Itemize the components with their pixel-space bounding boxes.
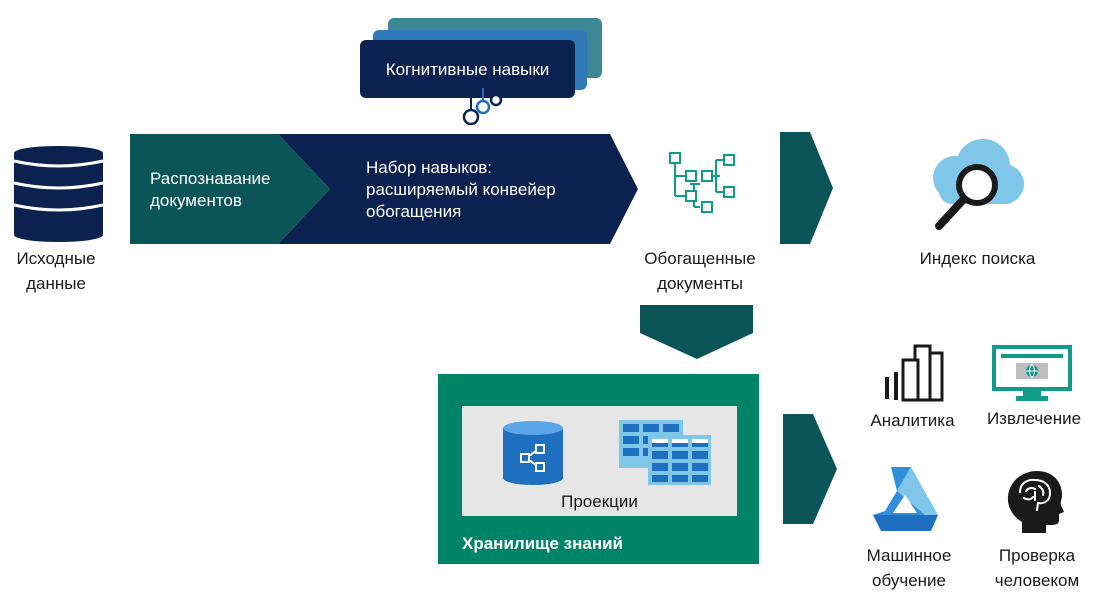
projections-label: Проекции xyxy=(561,492,638,511)
skill-card-front xyxy=(360,40,575,98)
human-review-label: Проверка человеком xyxy=(994,546,1080,590)
machine-learning-icon xyxy=(873,467,938,531)
tables-icon xyxy=(619,420,711,485)
tree-icon xyxy=(669,152,735,213)
skill-chain-icon xyxy=(462,88,503,126)
arrow-down xyxy=(640,305,753,359)
enriched-docs-label: Обогащенные документы xyxy=(644,249,756,293)
analytics-label: Аналитика xyxy=(870,411,955,430)
arrow-to-consumers xyxy=(783,414,837,524)
search-index-label: Индекс поиска xyxy=(919,249,1036,268)
analytics-icon xyxy=(885,344,944,402)
extraction-monitor-icon xyxy=(992,345,1072,401)
machine-learning-label: Машинное обучение xyxy=(866,546,952,590)
doc-cracking-label: Распознавание документов xyxy=(150,169,271,210)
search-cloud-icon xyxy=(933,139,1024,230)
source-data-label: Исходные данные xyxy=(16,249,96,293)
arrow-to-index xyxy=(780,132,833,244)
pipeline-banner xyxy=(130,134,638,244)
skillset-label: Набор навыков: расширяемый конвейер обог… xyxy=(366,158,556,221)
projection-database-icon xyxy=(503,421,563,485)
human-head-icon xyxy=(1007,471,1064,533)
knowledge-store-label: Хранилище знаний xyxy=(462,534,624,553)
database-icon xyxy=(13,146,104,242)
cognitive-skills-label: Когнитивные навыки xyxy=(385,60,550,79)
extraction-label: Извлечение xyxy=(986,409,1082,428)
